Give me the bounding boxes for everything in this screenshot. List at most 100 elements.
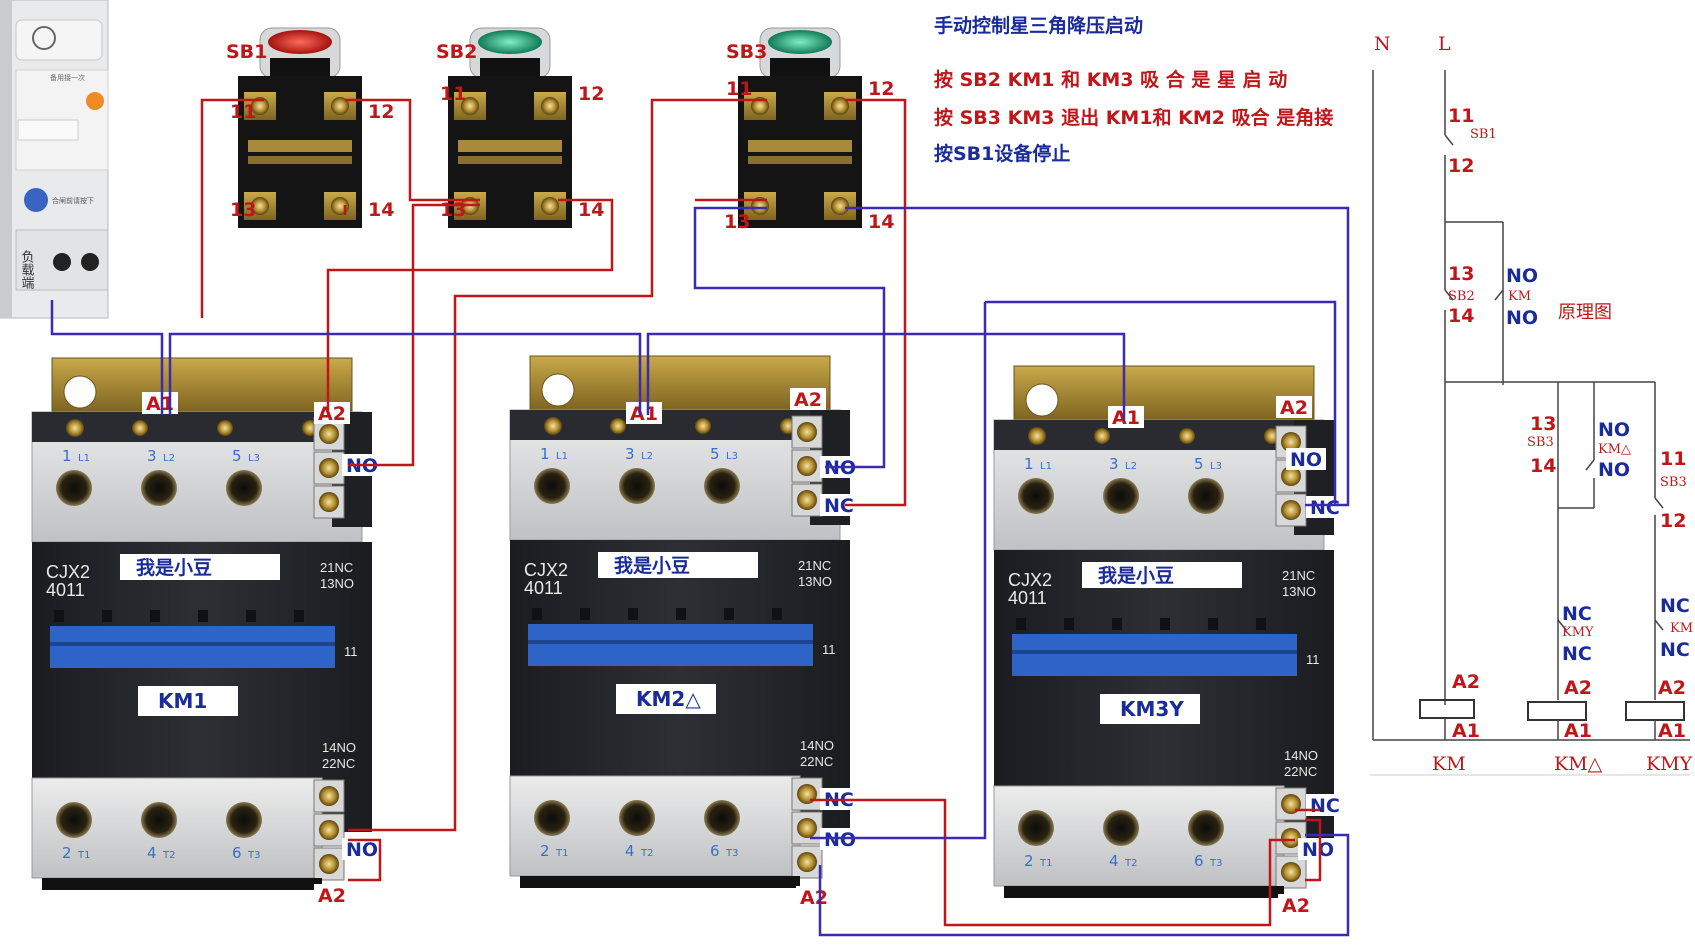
aux-terminal-icon[interactable] bbox=[1281, 466, 1301, 486]
screw-terminal-icon[interactable] bbox=[541, 97, 559, 115]
km3-no-top-label: NO bbox=[1290, 449, 1322, 471]
aux-terminal-icon[interactable] bbox=[319, 854, 339, 874]
aux-top-1: 21NC bbox=[1282, 568, 1315, 583]
pin-bot-num: 6 bbox=[232, 844, 242, 862]
aux-terminal-icon[interactable] bbox=[797, 852, 817, 872]
model-line-1: CJX2 bbox=[524, 560, 568, 580]
power-terminal-icon[interactable] bbox=[141, 470, 177, 506]
model-line-2: 4011 bbox=[524, 578, 563, 598]
schematic-l-label: L bbox=[1438, 33, 1451, 55]
model-line-1: CJX2 bbox=[46, 562, 90, 582]
load-terminal-icon[interactable] bbox=[534, 800, 570, 836]
pin-bot-sub: T2 bbox=[1124, 858, 1137, 869]
power-terminal-icon[interactable] bbox=[1188, 478, 1224, 514]
aux-terminal-icon[interactable] bbox=[1281, 500, 1301, 520]
aux-terminal-icon[interactable] bbox=[1281, 828, 1301, 848]
screw-terminal-icon[interactable] bbox=[831, 197, 849, 215]
aux-terminal-icon[interactable] bbox=[319, 786, 339, 806]
load-terminal-icon[interactable] bbox=[1103, 810, 1139, 846]
load-terminal-icon[interactable] bbox=[704, 800, 740, 836]
load-terminal-icon[interactable] bbox=[1018, 810, 1054, 846]
contactor-tag: KM2△ bbox=[636, 687, 701, 711]
ground-screw-icon bbox=[66, 419, 84, 437]
aux-terminal-icon[interactable] bbox=[319, 424, 339, 444]
sch-sb3a-14: 14 bbox=[1530, 455, 1556, 477]
aux-top-1: 21NC bbox=[798, 558, 831, 573]
load-terminal-icon[interactable] bbox=[619, 800, 655, 836]
side-number: 11 bbox=[344, 644, 358, 659]
ground-screw-icon bbox=[544, 417, 562, 435]
sch-il2-km: KM bbox=[1670, 621, 1693, 636]
load-terminal-icon[interactable] bbox=[226, 802, 262, 838]
power-terminal-icon[interactable] bbox=[534, 468, 570, 504]
sch-coil2-name: KM△ bbox=[1554, 753, 1603, 775]
button-name-sb1: SB1 bbox=[226, 41, 267, 63]
schematic bbox=[1370, 70, 1690, 776]
load-terminal-icon[interactable] bbox=[141, 802, 177, 838]
screw-terminal-icon[interactable] bbox=[751, 97, 769, 115]
power-terminal-icon[interactable] bbox=[1018, 478, 1054, 514]
screw-terminal-icon[interactable] bbox=[831, 97, 849, 115]
screw-terminal-icon[interactable] bbox=[331, 197, 349, 215]
screw-terminal-icon[interactable] bbox=[331, 97, 349, 115]
screw-terminal-icon[interactable] bbox=[461, 97, 479, 115]
contactor-tag: KM1 bbox=[158, 689, 207, 713]
aux-terminal-icon[interactable] bbox=[797, 490, 817, 510]
aux-terminal-icon[interactable] bbox=[1281, 432, 1301, 452]
load-terminal-icon[interactable] bbox=[1188, 810, 1224, 846]
sch-coil2-a2: A2 bbox=[1564, 677, 1592, 699]
screw-terminal-icon[interactable] bbox=[751, 197, 769, 215]
sch-sb3a-no1: NO bbox=[1598, 419, 1630, 441]
pin-bot-sub: T3 bbox=[725, 848, 738, 859]
aux-bot-1: 14NO bbox=[800, 738, 834, 753]
pin-top-sub: L1 bbox=[78, 453, 90, 464]
screw-terminal-icon[interactable] bbox=[251, 97, 269, 115]
pin-top-num: 1 bbox=[540, 445, 550, 463]
power-terminal-icon[interactable] bbox=[704, 468, 740, 504]
pin-bot-num: 2 bbox=[1024, 852, 1034, 870]
sch-sb1-12: 12 bbox=[1448, 155, 1474, 177]
pin-bot-sub: T2 bbox=[640, 848, 653, 859]
test-button-icon[interactable] bbox=[24, 188, 48, 212]
model-line-2: 4011 bbox=[1008, 588, 1047, 608]
sch-sb1-11: 11 bbox=[1448, 105, 1474, 127]
button-sb2-terminal-11: 11 bbox=[440, 83, 466, 105]
aux-terminal-icon[interactable] bbox=[797, 422, 817, 442]
power-terminal-icon[interactable] bbox=[56, 470, 92, 506]
aux-terminal-icon[interactable] bbox=[797, 818, 817, 838]
aux-terminal-icon[interactable] bbox=[319, 492, 339, 512]
pin-top-sub: L3 bbox=[726, 451, 738, 462]
screw-terminal-icon[interactable] bbox=[251, 197, 269, 215]
aux-bot-2: 22NC bbox=[1284, 764, 1317, 779]
pin-bot-sub: T2 bbox=[162, 850, 175, 861]
aux-top-2: 13NO bbox=[798, 574, 832, 589]
power-terminal-icon[interactable] bbox=[1103, 478, 1139, 514]
aux-terminal-icon[interactable] bbox=[319, 458, 339, 478]
pin-bot-sub: T1 bbox=[1039, 858, 1052, 869]
breaker-load-label: 负载端 bbox=[19, 250, 35, 289]
power-terminal-icon[interactable] bbox=[226, 470, 262, 506]
breaker-small-text-1: 备用接一次 bbox=[50, 73, 85, 82]
aux-terminal-icon[interactable] bbox=[319, 820, 339, 840]
pin-top-num: 1 bbox=[1024, 455, 1034, 473]
km1-a2-bot-label: A2 bbox=[318, 885, 346, 907]
instructions-line-1: 按 SB2 KM1 和 KM3 吸 合 是 星 启 动 bbox=[934, 68, 1287, 91]
km3-no-bot-label: NO bbox=[1302, 839, 1334, 861]
pin-top-num: 1 bbox=[62, 447, 72, 465]
sticker-label: 我是小豆 bbox=[1098, 565, 1174, 587]
aux-terminal-icon[interactable] bbox=[797, 456, 817, 476]
aux-bot-2: 22NC bbox=[322, 756, 355, 771]
load-terminal-icon[interactable] bbox=[56, 802, 92, 838]
sch-il2-nc1: NC bbox=[1660, 595, 1690, 617]
power-terminal-icon[interactable] bbox=[619, 468, 655, 504]
screw-terminal-icon[interactable] bbox=[541, 197, 559, 215]
sch-il2-nc2: NC bbox=[1660, 639, 1690, 661]
km3-nc-top-label: NC bbox=[1310, 497, 1340, 519]
aux-terminal-icon[interactable] bbox=[1281, 862, 1301, 882]
pin-bot-num: 6 bbox=[1194, 852, 1204, 870]
